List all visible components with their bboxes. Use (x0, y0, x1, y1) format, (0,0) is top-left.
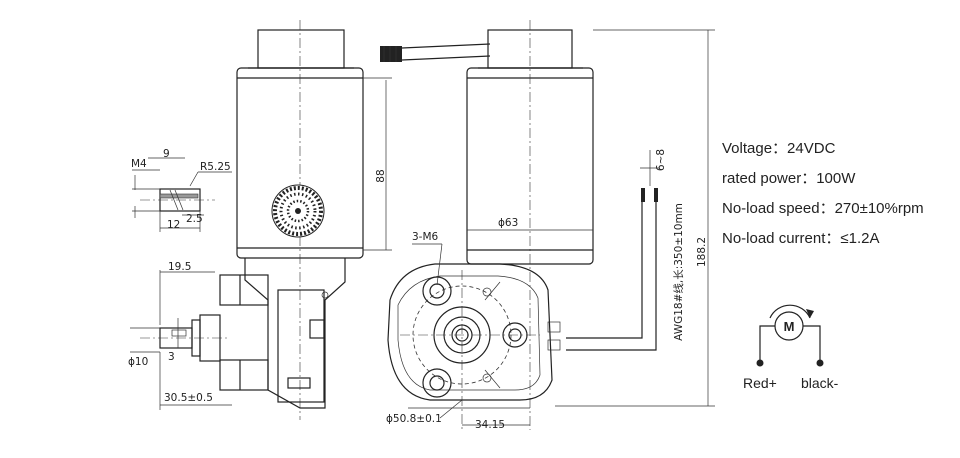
cable-spec: AWG18#线,长:350±10mm (672, 203, 685, 341)
dim-305: 30.5±0.5 (164, 392, 213, 404)
terminal-positive-label: Red+ (743, 375, 777, 391)
dim-6-8: 6~8 (655, 149, 667, 171)
spec-voltage: Voltage：24VDC (722, 140, 836, 157)
dim-195: 19.5 (168, 261, 191, 273)
spec-no-load-speed: No-load speed：270±10%rpm (722, 200, 924, 217)
terminal-negative-label: black- (801, 375, 839, 391)
nameplate-seal (271, 184, 325, 238)
shaft-detail (132, 157, 232, 232)
spec-no-load-current: No-load current：≤1.2A (722, 230, 879, 247)
dim-12: 12 (167, 219, 180, 231)
dim-phi508: ϕ50.8±0.1 (386, 413, 442, 425)
motor-side-view (130, 20, 392, 420)
dim-phi63: ϕ63 (498, 217, 518, 229)
dim-88: 88 (375, 169, 387, 182)
rotation-arrow-icon (769, 304, 811, 319)
dim-25: 2.5 (186, 213, 203, 225)
motor-front-view (380, 20, 715, 430)
spec-rated-power: rated power：100W (722, 170, 856, 187)
dim-3415: 34.15 (475, 419, 505, 431)
dim-m4: M4 (131, 158, 147, 170)
dim-9: 9 (163, 148, 170, 160)
spec-list: Voltage：24VDC rated power：100W No-load s… (722, 140, 924, 247)
terminal-positive-icon (756, 359, 764, 367)
dim-3-m6: 3-M6 (412, 231, 439, 243)
dim-3: 3 (168, 351, 175, 363)
dim-r525: R5.25 (200, 161, 231, 173)
dim-phi10: ϕ10 (128, 356, 148, 368)
dim-1882: 188.2 (696, 237, 708, 267)
dimension-labels: M4 9 R5.25 12 2.5 19.5 3 ϕ10 30.5±0.5 88… (128, 148, 708, 431)
terminal-negative-icon (816, 359, 824, 367)
motor-symbol-label: M (784, 319, 795, 334)
motor-wiring-symbol: M Red+ black- (743, 304, 839, 391)
